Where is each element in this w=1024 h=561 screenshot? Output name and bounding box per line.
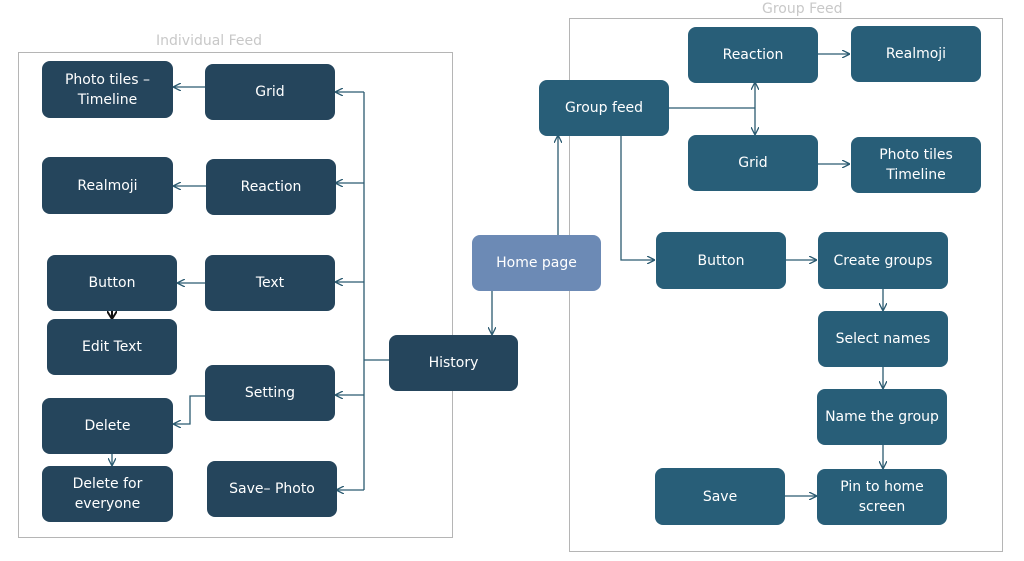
individual-text-node[interactable]: Text (205, 255, 335, 311)
pin-to-home-screen-node[interactable]: Pin to home screen (817, 469, 947, 525)
group-button-node[interactable]: Button (656, 232, 786, 289)
group-feed-title: Group Feed (762, 1, 843, 17)
group-grid-node[interactable]: Grid (688, 135, 818, 191)
photo-tiles-timeline-left-node[interactable]: Photo tiles – Timeline (42, 61, 173, 118)
group-reaction-node[interactable]: Reaction (688, 27, 818, 83)
group-feed-node[interactable]: Group feed (539, 80, 669, 136)
create-groups-node[interactable]: Create groups (818, 232, 948, 289)
realmoji-left-node[interactable]: Realmoji (42, 157, 173, 214)
individual-grid-node[interactable]: Grid (205, 64, 335, 120)
setting-node[interactable]: Setting (205, 365, 335, 421)
photo-tiles-timeline-right-node[interactable]: Photo tiles Timeline (851, 137, 981, 193)
select-names-node[interactable]: Select names (818, 311, 948, 367)
delete-for-everyone-node[interactable]: Delete for everyone (42, 466, 173, 522)
individual-feed-title: Individual Feed (156, 33, 263, 49)
home-page-node[interactable]: Home page (472, 235, 601, 291)
individual-button-node[interactable]: Button (47, 255, 177, 311)
name-the-group-node[interactable]: Name the group (817, 389, 947, 445)
save-node[interactable]: Save (655, 468, 785, 525)
history-node[interactable]: History (389, 335, 518, 391)
realmoji-right-node[interactable]: Realmoji (851, 26, 981, 82)
save-photo-node[interactable]: Save– Photo (207, 461, 337, 517)
delete-node[interactable]: Delete (42, 398, 173, 454)
individual-feed-frame (18, 52, 453, 538)
individual-reaction-node[interactable]: Reaction (206, 159, 336, 215)
edit-text-node[interactable]: Edit Text (47, 319, 177, 375)
